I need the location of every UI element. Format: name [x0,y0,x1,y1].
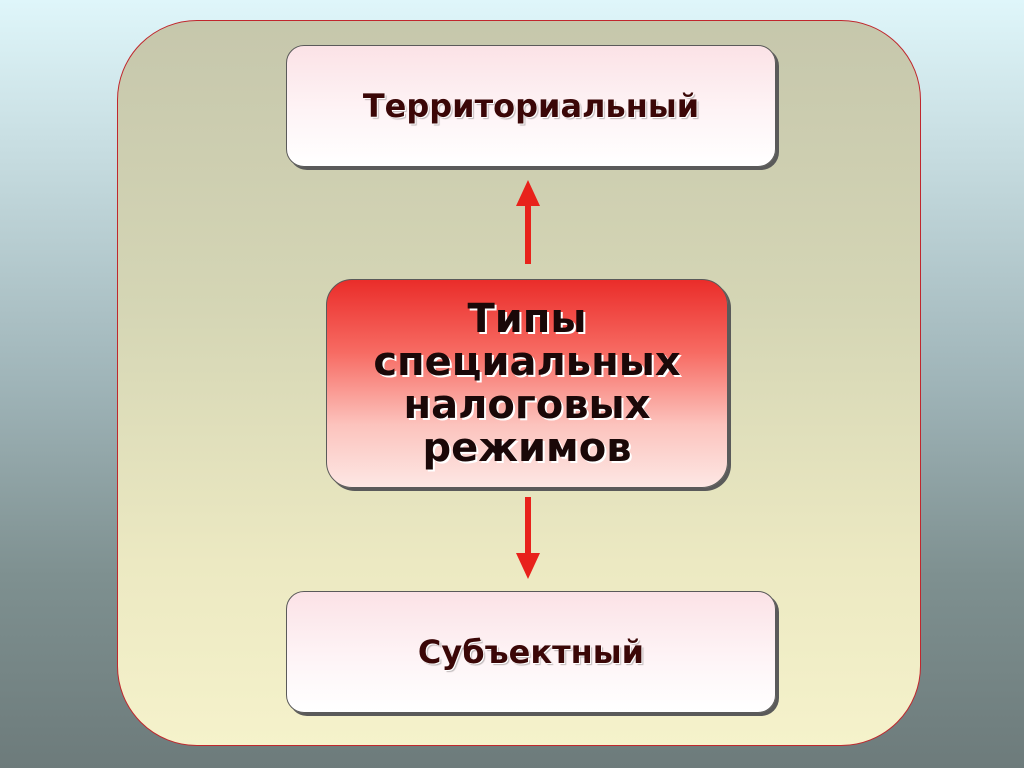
node-subject-label: Субъектный [417,633,645,671]
central-node: Типы специальных налоговых режимов [326,279,728,488]
node-territorial: Территориальный [286,45,776,167]
central-node-label: Типы специальных налоговых режимов [373,295,681,471]
arrow-up-icon [516,180,540,264]
arrow-down-icon [516,497,540,579]
node-territorial-label: Территориальный [362,87,700,125]
node-subject: Субъектный [286,591,776,713]
